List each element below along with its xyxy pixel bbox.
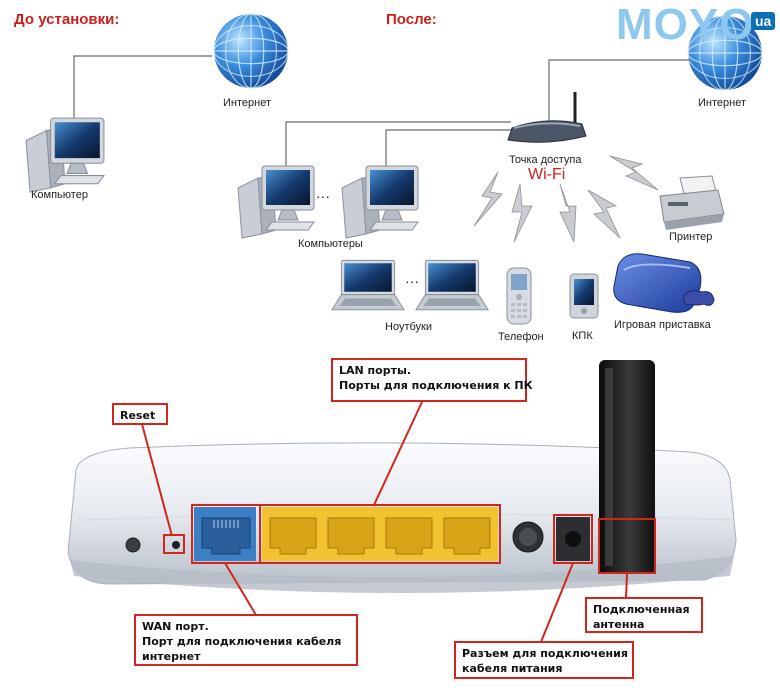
access-point-icon [507,92,587,143]
cable-after-internet [548,59,690,124]
internet-label-after: Интернет [698,97,746,109]
laptop-icon-1 [331,259,405,311]
lan-ports-icon [262,507,498,561]
cable-after-pc1 [285,121,511,180]
callout-wan: WAN порт. Порт для подключения кабеля ин… [134,614,358,666]
cable-before [73,55,212,130]
callout-power-line-1: Разъем для подключения [462,647,628,660]
after-title: После: [386,11,437,28]
callout-lan: LAN порты. Порты для подключения к ПК [331,358,533,402]
callout-wan-line-1: WAN порт. [142,620,209,633]
brand-logo-suffix: ua [751,12,776,30]
internet-label-before: Интернет [223,97,271,109]
laptop-icon-2 [415,259,489,311]
cable-after-pc2 [385,129,516,180]
antenna-icon [599,360,655,574]
wan-port-icon [194,507,256,561]
callout-lan-line-1: LAN порты. [339,364,412,377]
power-button-icon [125,537,141,553]
callout-reset: Reset [112,403,168,425]
callout-antenna-line-2: антенна [593,618,645,631]
console-label: Игровая приставка [614,319,711,331]
computers-label: Компьютеры [298,238,363,250]
brand-logo: MOYO [616,0,755,49]
callout-antenna: Подключенная антенна [585,597,703,633]
globe-icon-before [213,13,289,89]
phone-icon [506,267,532,325]
wifi-label: Wi-Fi [528,166,566,183]
ellipsis-computers: ··· [316,188,330,204]
pda-label: КПК [572,330,593,342]
callout-lan-line-2: Порты для подключения к ПК [339,379,533,392]
callout-power-line-2: кабеля питания [462,662,563,675]
wireless-signal-icons [473,155,659,243]
printer-icon [659,175,725,230]
computer-icon [25,117,105,193]
laptops-label: Ноутбуки [385,321,432,333]
computer-label: Компьютер [31,189,88,201]
phone-label: Телефон [498,331,544,343]
printer-label: Принтер [669,231,713,243]
game-console-icon [613,253,715,313]
access-point-label: Точка доступа [509,154,582,166]
computer-icon-2 [341,165,419,239]
computer-icon-1 [237,165,315,239]
highlight-frames [163,504,656,574]
callout-lines [141,401,628,643]
pda-icon [569,273,599,319]
callout-antenna-line-1: Подключенная [593,603,690,616]
callout-wan-line-3: интернет [142,650,201,663]
callout-reset-line-1: Reset [120,409,156,422]
ellipsis-laptops: ··· [405,273,419,289]
before-title: До установки: [14,11,120,28]
callout-power: Разъем для подключения кабеля питания [454,641,634,679]
reset-button-icon [172,541,180,549]
callout-wan-line-2: Порт для подключения кабеля [142,635,342,648]
